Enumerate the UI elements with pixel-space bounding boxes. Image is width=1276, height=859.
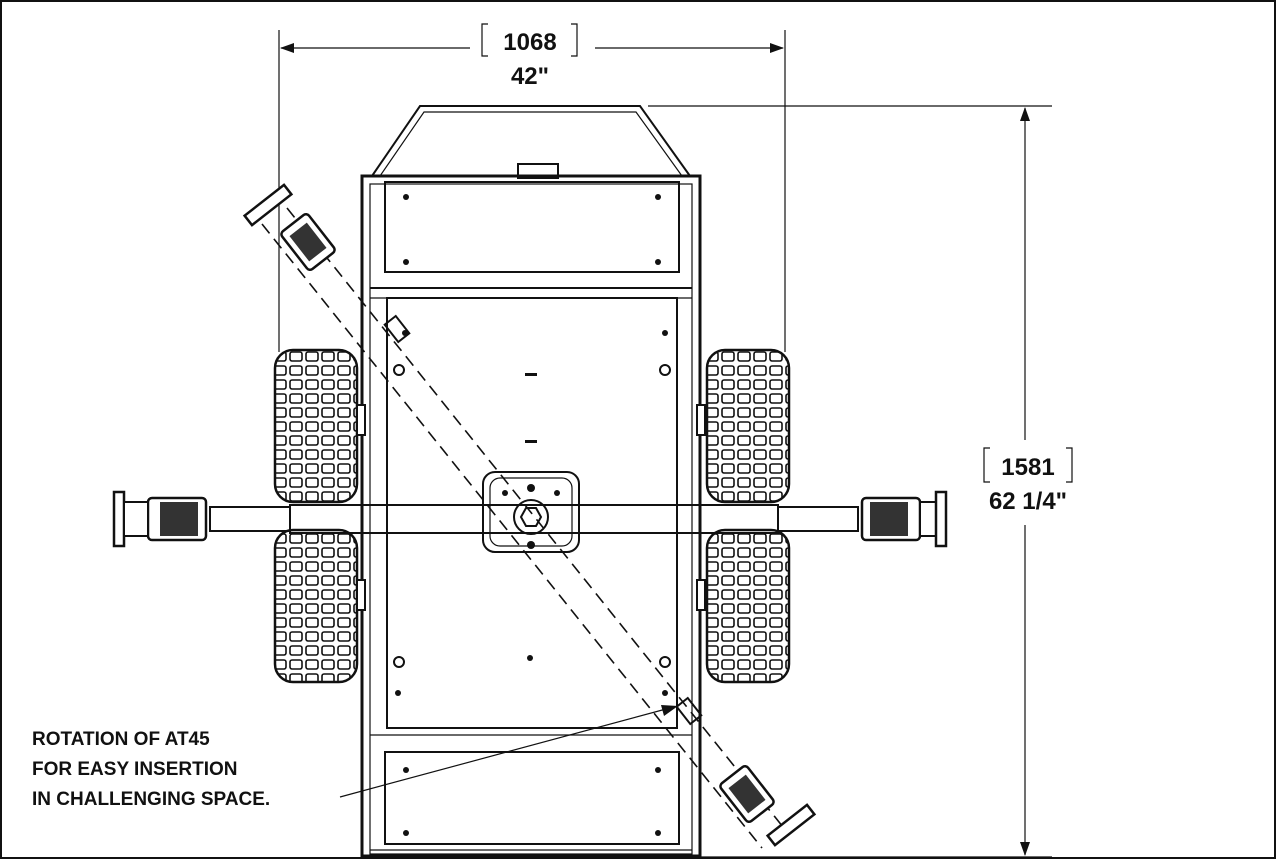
wheel-right-front: [705, 348, 791, 504]
at45-beam-horizontal: [112, 490, 948, 548]
at45-beam-rotated: [242, 183, 817, 849]
fasteners: [395, 194, 668, 836]
wheel-left-rear: [273, 528, 359, 684]
length-in-label: 62 1/4": [989, 488, 1067, 515]
width-in-label: 42": [511, 63, 549, 90]
wheel-brackets: [356, 404, 706, 611]
note-line-1: ROTATION OF AT45: [32, 729, 210, 750]
length-mm-label: 1581: [1001, 454, 1054, 481]
wheel-left-front: [273, 348, 359, 504]
wheel-right-rear: [705, 528, 791, 684]
note-line-3: IN CHALLENGING SPACE.: [32, 789, 270, 810]
width-dimension: 1068 42": [278, 23, 786, 352]
center-pivot: [482, 471, 580, 553]
mount-bolts: [393, 364, 671, 668]
note-line-2: FOR EASY INSERTION: [32, 759, 238, 780]
length-dimension: 1581 62 1/4": [648, 105, 1073, 858]
rotation-note: ROTATION OF AT45 FOR EASY INSERTION IN C…: [32, 705, 678, 810]
cart-body: [360, 105, 702, 858]
width-mm-label: 1068: [503, 29, 556, 56]
